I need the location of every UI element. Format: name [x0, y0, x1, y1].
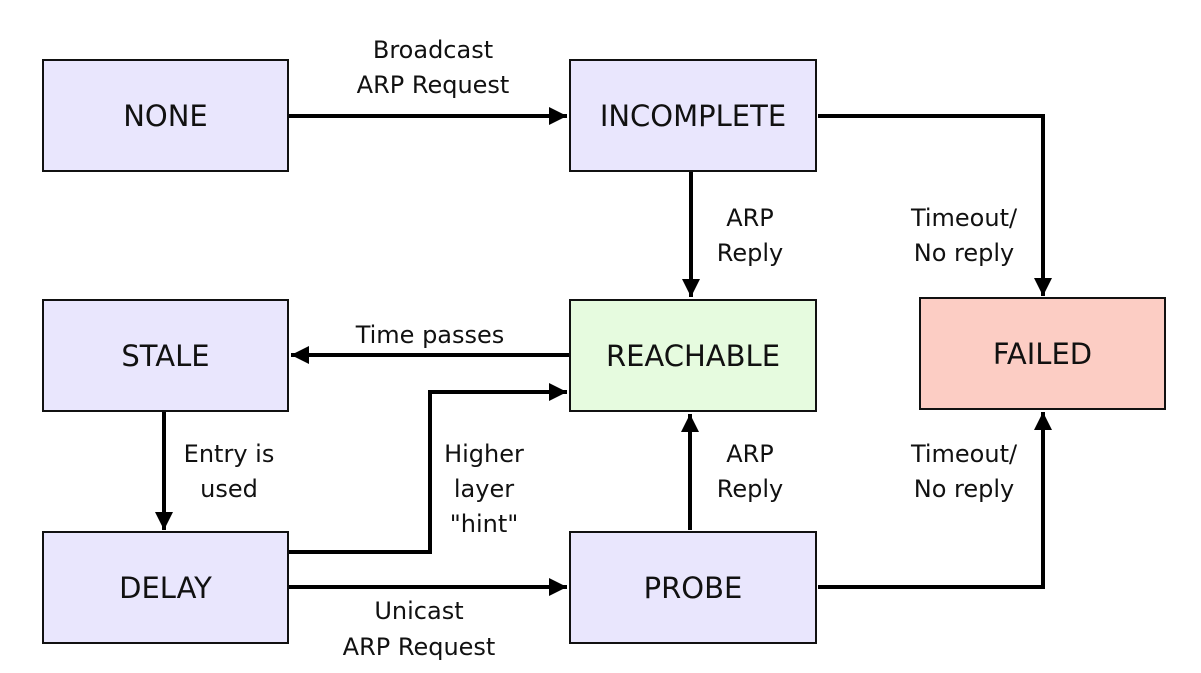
state-probe-box — [569, 531, 817, 644]
state-incomplete: INCOMPLETE — [569, 59, 817, 172]
label-line: ARP Request — [357, 71, 510, 99]
label-delay-to-reachable: Higher layer "hint" — [444, 440, 524, 538]
state-failed: FAILED — [919, 297, 1166, 410]
state-probe-label: PROBE — [644, 571, 743, 605]
label-probe-to-failed: Timeout/ No reply — [910, 440, 1018, 503]
state-reachable-label: REACHABLE — [606, 339, 780, 373]
state-failed-label: FAILED — [993, 337, 1092, 371]
label-stale-to-delay: Entry is used — [184, 440, 275, 503]
label-line: Unicast — [374, 597, 463, 625]
label-none-to-incomplete: Broadcast ARP Request — [357, 36, 510, 99]
state-none: NONE — [42, 59, 289, 172]
state-stale-box — [42, 299, 289, 412]
state-reachable-box — [569, 299, 817, 412]
label-probe-to-reachable: ARP Reply — [717, 440, 783, 503]
state-reachable: REACHABLE — [569, 299, 817, 412]
state-delay-label: DELAY — [119, 571, 212, 605]
state-incomplete-box — [569, 59, 817, 172]
edge-probe-to-failed — [818, 412, 1052, 589]
label-delay-to-probe: Unicast ARP Request — [343, 597, 496, 661]
label-line: Timeout/ — [910, 204, 1018, 232]
state-delay-box — [42, 531, 289, 644]
label-reachable-to-stale: Time passes — [355, 321, 505, 349]
state-stale-label: STALE — [121, 339, 209, 373]
label-line: ARP Request — [343, 633, 496, 661]
state-none-label: NONE — [123, 99, 208, 133]
label-line: used — [200, 475, 258, 503]
state-failed-box — [919, 297, 1166, 410]
label-incomplete-to-reachable: ARP Reply — [717, 204, 783, 267]
label-line: No reply — [914, 239, 1014, 267]
label-line: Reply — [717, 475, 783, 503]
edge-delay-to-reachable — [289, 383, 567, 554]
label-incomplete-to-failed: Timeout/ No reply — [910, 204, 1018, 267]
label-line: layer — [454, 475, 514, 503]
label-line: "hint" — [450, 510, 519, 538]
state-probe: PROBE — [569, 531, 817, 644]
state-delay: DELAY — [42, 531, 289, 644]
label-line: ARP — [726, 204, 774, 232]
label-line: Entry is — [184, 440, 275, 468]
label-line: Time passes — [355, 321, 505, 349]
label-line: No reply — [914, 475, 1014, 503]
edge-incomplete-to-failed — [818, 114, 1052, 296]
state-incomplete-label: INCOMPLETE — [600, 99, 786, 133]
label-line: ARP — [726, 440, 774, 468]
label-line: Higher — [444, 440, 524, 468]
state-none-box — [42, 59, 289, 172]
label-line: Broadcast — [373, 36, 493, 64]
label-line: Timeout/ — [910, 440, 1018, 468]
label-line: Reply — [717, 239, 783, 267]
state-stale: STALE — [42, 299, 289, 412]
